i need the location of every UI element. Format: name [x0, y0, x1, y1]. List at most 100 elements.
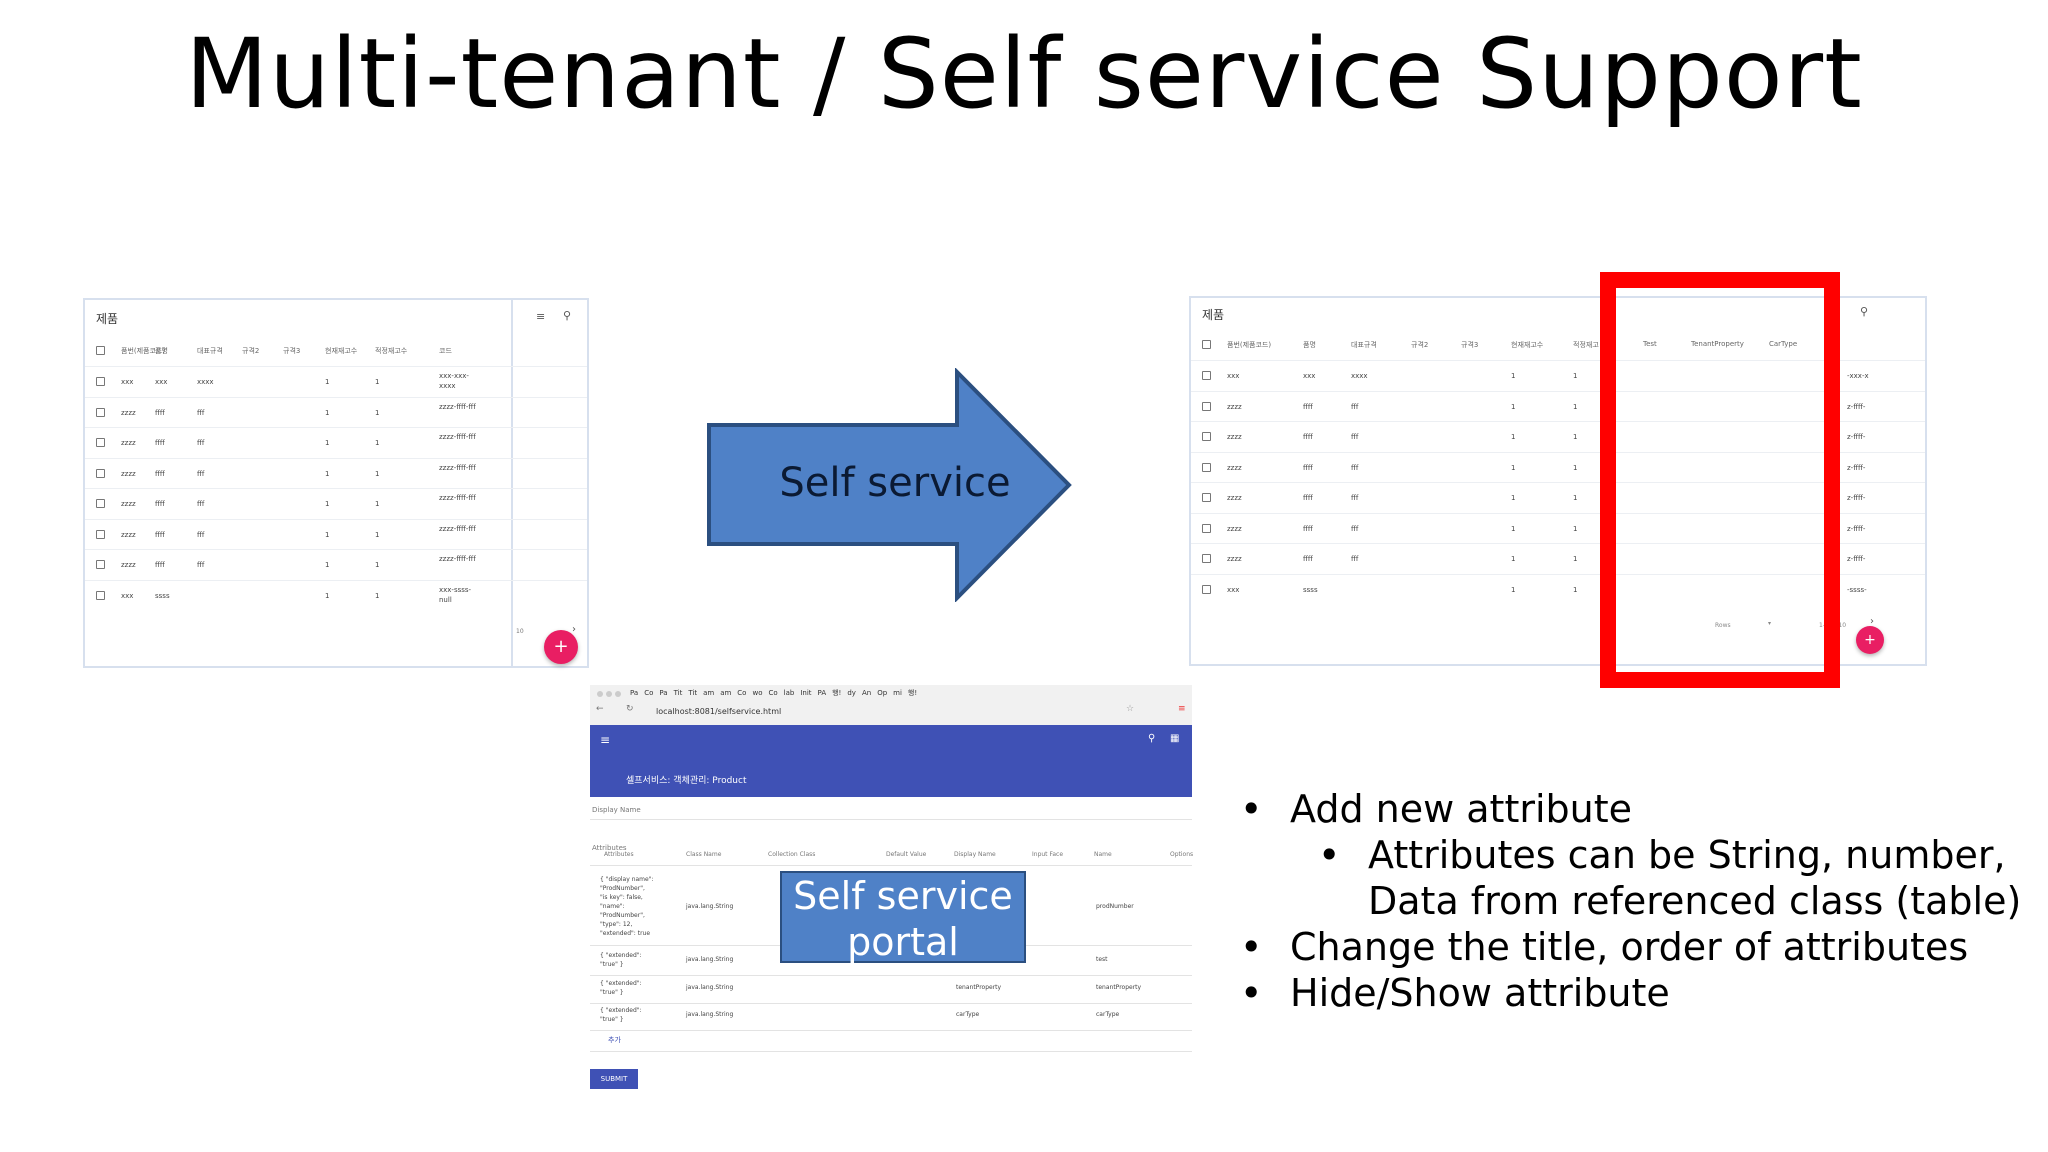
window-controls[interactable] [596, 690, 626, 698]
next-page-icon[interactable]: › [572, 624, 576, 635]
browser-tab[interactable]: Op [877, 689, 888, 697]
column-header[interactable]: 품번(제품코드) [121, 347, 166, 355]
rows-dropdown-icon[interactable]: ▾ [1768, 620, 1772, 627]
row-checkbox[interactable] [1202, 584, 1211, 594]
browser-tab[interactable]: 행! [832, 689, 842, 697]
browser-tab[interactable]: Init [800, 689, 812, 697]
menu-icon[interactable]: ≡ [1178, 704, 1186, 714]
browser-tab[interactable]: lab [783, 689, 795, 697]
address-bar[interactable]: localhost:8081/selfservice.html [656, 707, 782, 716]
filter-icon[interactable]: ≡ [536, 310, 546, 323]
column-header[interactable]: TenantProperty [1691, 340, 1744, 348]
search-icon[interactable]: ⚲ [563, 309, 572, 322]
display-name-cell[interactable]: carType [956, 1011, 980, 1018]
browser-tab[interactable]: An [861, 689, 872, 697]
column-header[interactable]: 품번(제품코드) [1227, 341, 1272, 349]
class-name-cell[interactable]: java.lang.String [686, 956, 734, 963]
star-icon[interactable]: ☆ [1126, 704, 1135, 714]
class-name-cell[interactable]: java.lang.String [686, 984, 734, 991]
class-name-cell[interactable]: java.lang.String [686, 1011, 734, 1018]
apps-icon[interactable]: ▦ [1170, 733, 1180, 744]
attribute-json[interactable]: { "extended": "true" } [600, 980, 642, 996]
select-all-checkbox[interactable] [96, 346, 105, 355]
attribute-json[interactable]: { "extended": "true" } [600, 952, 642, 968]
display-name-field[interactable]: Display Name [592, 806, 641, 814]
column-header[interactable]: Test [1643, 340, 1657, 348]
browser-tab[interactable]: Co [768, 689, 778, 697]
column-header[interactable]: 적정재고 [1573, 341, 1599, 349]
hamburger-icon[interactable]: ≡ [600, 733, 611, 747]
row-checkbox[interactable] [96, 377, 105, 386]
column-header[interactable]: 품명 [155, 347, 168, 355]
column-header[interactable]: 현재재고수 [325, 347, 358, 355]
row-checkbox[interactable] [96, 590, 105, 600]
column-header[interactable]: 규격3 [1461, 341, 1479, 349]
column-header[interactable]: CarType [1769, 340, 1798, 348]
search-icon[interactable]: ⚲ [1148, 733, 1156, 744]
column-header[interactable]: 규격3 [283, 347, 301, 355]
browser-tab[interactable]: dy [847, 689, 856, 697]
next-page-icon[interactable]: › [1870, 616, 1874, 627]
browser-tab[interactable]: Co [644, 689, 654, 697]
name-cell[interactable]: carType [1096, 1011, 1120, 1018]
browser-tab[interactable]: am [703, 689, 715, 697]
browser-tab[interactable]: Pa [630, 689, 639, 697]
browser-tab[interactable]: am [720, 689, 732, 697]
search-icon[interactable]: ⚲ [1860, 305, 1869, 318]
browser-tab[interactable]: Tit [673, 689, 683, 697]
column-header[interactable]: 적정재고수 [375, 347, 408, 355]
browser-tab[interactable]: Tit [688, 689, 698, 697]
attribute-json[interactable]: { "extended": "true" } [600, 1007, 642, 1023]
row-checkbox[interactable] [1202, 371, 1211, 380]
submit-button[interactable]: SUBMIT [590, 1069, 638, 1089]
name-cell[interactable]: prodNumber [1096, 903, 1134, 910]
row-checkbox[interactable] [96, 560, 105, 569]
column-header[interactable]: 현재재고수 [1511, 341, 1544, 349]
row-checkbox[interactable] [1202, 432, 1211, 441]
browser-tab[interactable]: PA [817, 689, 827, 697]
column-header[interactable]: 코드 [439, 347, 452, 355]
add-attribute-link[interactable]: 추가 [608, 1036, 621, 1044]
row-checkbox[interactable] [96, 499, 105, 508]
column-header[interactable]: 대표규격 [197, 347, 223, 355]
name-cell[interactable]: test [1096, 956, 1108, 963]
display-name-cell[interactable]: tenantProperty [956, 984, 1002, 991]
add-fab-button[interactable]: + [544, 630, 578, 664]
row-checkbox[interactable] [1202, 523, 1211, 533]
row-checkbox[interactable] [1202, 462, 1211, 472]
row-checkbox[interactable] [1202, 554, 1211, 563]
name-cell[interactable]: tenantProperty [1096, 984, 1142, 991]
add-fab-button[interactable]: + [1856, 626, 1884, 654]
row-checkbox[interactable] [96, 407, 105, 417]
row-checkbox[interactable] [1202, 493, 1211, 502]
browser-tab[interactable]: mi [893, 689, 902, 697]
browser-tab[interactable]: wo [752, 689, 763, 697]
column-header[interactable]: 규격2 [1411, 341, 1429, 349]
reload-icon[interactable]: ↻ [626, 704, 634, 714]
select-all-checkbox[interactable] [1202, 340, 1211, 349]
row-checkbox[interactable] [96, 438, 105, 447]
class-name-cell[interactable]: java.lang.String [686, 903, 734, 910]
row-checkbox[interactable] [96, 468, 105, 478]
column-header[interactable]: 대표규격 [1351, 341, 1377, 349]
column-header[interactable]: 규격2 [242, 347, 260, 355]
column-header[interactable]: 품명 [1303, 341, 1316, 349]
browser-tab[interactable]: 행! [907, 689, 918, 697]
